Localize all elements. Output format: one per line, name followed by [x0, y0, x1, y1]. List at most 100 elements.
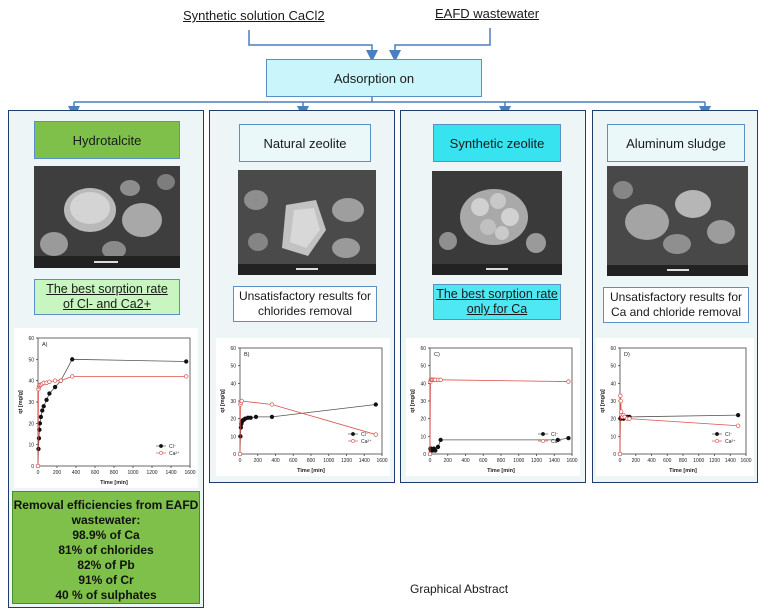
x-tick-label: 1000 — [323, 458, 334, 464]
data-point-ca — [617, 451, 623, 457]
data-point-ca — [184, 374, 189, 379]
y-tick-label: 20 — [28, 421, 34, 427]
x-tick-label: 200 — [444, 458, 453, 464]
legend-label: Ca²⁺ — [725, 439, 736, 445]
adsorption-on-box: Adsorption on — [266, 59, 482, 97]
x-tick-label: 600 — [663, 458, 672, 464]
data-point-cl — [438, 437, 443, 443]
title-synthetic-zeolite-label: Synthetic zeolite — [449, 135, 545, 151]
title-aluminum-sludge: Aluminum sludge — [607, 124, 745, 162]
data-point-cl — [269, 414, 275, 420]
legend-label: Cl⁻ — [551, 432, 559, 438]
legend-marker — [541, 439, 545, 443]
title-hydrotalcite: Hydrotalcite — [34, 121, 180, 159]
x-tick-label: 800 — [307, 458, 316, 464]
x-tick-label: 1000 — [127, 470, 138, 476]
y-tick-label: 30 — [28, 400, 34, 406]
data-point-ca — [269, 402, 275, 407]
note-natural-zeolite-line1: Unsatisfactory results for — [238, 289, 372, 303]
sem-image-aluminum-sludge — [607, 166, 748, 276]
sem-image-synthetic-zeolite — [432, 171, 562, 275]
data-point-cl — [47, 391, 52, 396]
y-tick-label: 30 — [610, 399, 616, 405]
legend-marker — [715, 439, 719, 443]
chart-panel-label: D) — [624, 352, 630, 358]
y-tick-label: 50 — [230, 364, 236, 370]
legend-label: Ca²⁺ — [169, 451, 180, 457]
y-tick-label: 30 — [420, 399, 426, 405]
sem-image-hydrotalcite — [34, 166, 180, 268]
y-tick-label: 50 — [420, 364, 426, 370]
data-point-ca — [735, 423, 741, 428]
x-axis-label: Time [min] — [487, 468, 515, 474]
data-point-ca — [566, 379, 571, 384]
x-tick-label: 1600 — [740, 458, 751, 464]
y-tick-label: 20 — [230, 417, 236, 423]
y-tick-label: 60 — [28, 336, 34, 342]
legend-marker — [351, 439, 355, 443]
series-line-cl — [239, 404, 376, 455]
note-aluminum-sludge-line2: Ca and chloride removal — [610, 305, 742, 319]
y-tick-label: 40 — [28, 379, 34, 385]
series-line-ca — [429, 379, 569, 455]
x-tick-label: 400 — [72, 470, 81, 476]
efficiency-item: 91% of Cr — [78, 573, 134, 587]
adsorption-on-label: Adsorption on — [333, 70, 415, 86]
note-synthetic-zeolite-line2: only for Ca — [466, 302, 528, 316]
graphical-abstract-caption: Graphical Abstract — [410, 582, 509, 596]
removal-efficiencies-box: Removal efficiencies from EAFD wastewate… — [12, 491, 200, 604]
data-point-ca — [627, 416, 632, 421]
x-tick-label: 1000 — [513, 458, 524, 464]
data-point-ca — [438, 377, 443, 382]
x-tick-label: 400 — [461, 458, 470, 464]
note-aluminum-sludge-line1: Unsatisfactory results for — [609, 290, 743, 304]
chart-panel-label: C) — [434, 352, 440, 358]
data-point-cl — [248, 415, 253, 420]
x-tick-label: 0 — [239, 458, 242, 464]
data-point-cl — [253, 414, 259, 420]
y-axis-label: qt [mg/g] — [18, 390, 24, 414]
title-synthetic-zeolite: Synthetic zeolite — [433, 124, 561, 162]
efficiency-item: 98.9% of Ca — [72, 528, 140, 542]
data-point-cl — [435, 444, 441, 450]
x-tick-label: 1200 — [709, 458, 720, 464]
x-tick-label: 200 — [632, 458, 641, 464]
series-line-ca — [37, 376, 187, 467]
note-hydrotalcite-line1: The best sorption rate — [46, 282, 168, 296]
y-tick-label: 0 — [233, 452, 236, 458]
efficiency-item: 82% of Pb — [77, 558, 135, 572]
data-point-ca — [373, 432, 378, 437]
data-point-ca — [35, 463, 41, 469]
y-tick-label: 50 — [610, 364, 616, 370]
data-point-cl — [38, 414, 44, 420]
x-tick-label: 1600 — [184, 470, 195, 476]
title-hydrotalcite-label: Hydrotalcite — [72, 132, 142, 148]
y-axis-label: qt [mg/g] — [600, 389, 606, 413]
chart-panel-label: A) — [42, 342, 48, 348]
efficiencies-heading-line2: wastewater: — [71, 513, 141, 527]
title-aluminum-sludge-label: Aluminum sludge — [626, 135, 726, 151]
x-tick-label: 400 — [271, 458, 280, 464]
data-point-cl — [184, 359, 189, 364]
data-point-ca — [239, 398, 244, 404]
sem-image-natural-zeolite — [238, 170, 376, 275]
legend-label: Cl⁻ — [169, 444, 177, 450]
y-tick-label: 60 — [610, 346, 616, 352]
legend-marker — [159, 444, 163, 448]
y-tick-label: 40 — [610, 381, 616, 387]
y-tick-label: 40 — [420, 381, 426, 387]
x-tick-label: 1400 — [725, 458, 736, 464]
x-tick-label: 800 — [110, 470, 119, 476]
x-tick-label: 800 — [679, 458, 688, 464]
x-tick-label: 1600 — [566, 458, 577, 464]
series-line-ca — [619, 395, 739, 455]
efficiencies-heading-line1: Removal efficiencies from EAFD — [13, 498, 199, 512]
